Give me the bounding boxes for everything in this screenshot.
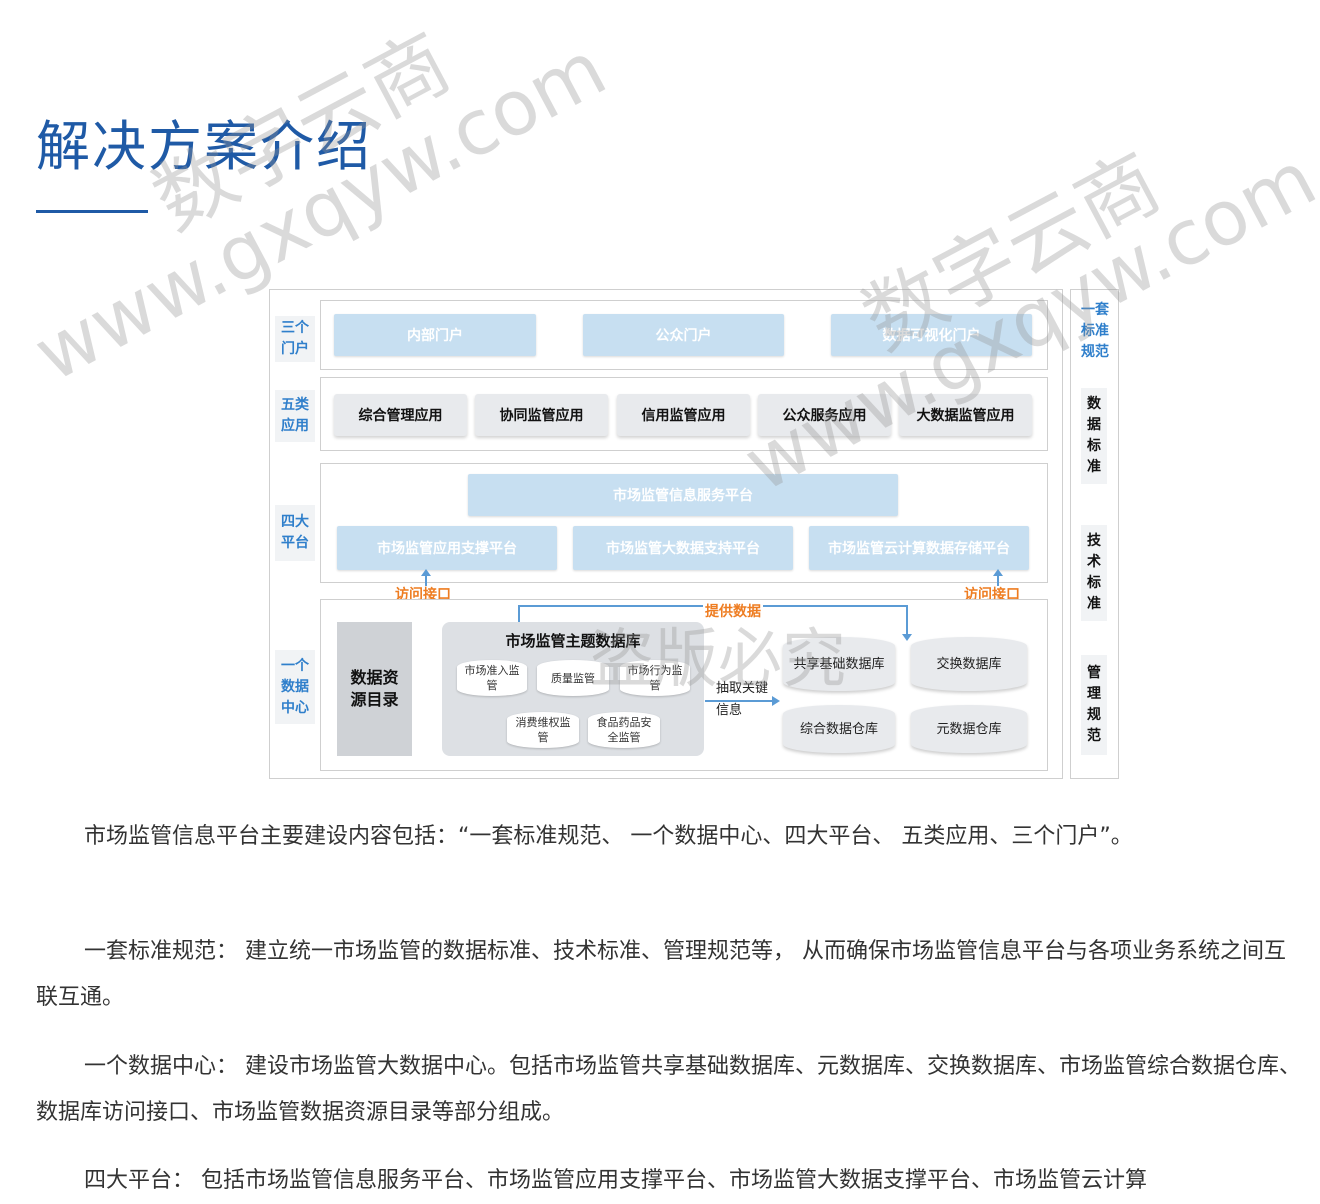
data-resource-catalog: 数据资源目录 bbox=[337, 622, 412, 756]
store-comprehensive-warehouse: 综合数据仓库 bbox=[783, 705, 895, 753]
store-shared-base-db: 共享基础数据库 bbox=[783, 637, 895, 691]
app-comprehensive: 综合管理应用 bbox=[334, 394, 467, 436]
title-underline bbox=[36, 210, 148, 213]
store-metadata-warehouse: 元数据仓库 bbox=[911, 705, 1027, 753]
app-bigdata: 大数据监管应用 bbox=[899, 394, 1032, 436]
arrow-up-left-head bbox=[421, 569, 431, 576]
platform-cloud-storage: 市场监管云计算数据存储平台 bbox=[809, 526, 1029, 570]
standard-data: 数据标准 bbox=[1081, 388, 1107, 484]
provide-data-arrowhead bbox=[902, 634, 912, 641]
row-label-apps: 五类应用 bbox=[275, 390, 315, 442]
page-title: 解决方案介绍 bbox=[36, 115, 372, 178]
platform-bigdata-support: 市场监管大数据支持平台 bbox=[573, 526, 793, 570]
extract-arrowhead bbox=[772, 696, 780, 706]
paragraph-overview: 市场监管信息平台主要建设内容包括：“一套标准规范、 一个数据中心、四大平台、 五… bbox=[84, 824, 1133, 849]
app-credit: 信用监管应用 bbox=[617, 394, 750, 436]
provide-data-label: 提供数据 bbox=[703, 601, 763, 621]
paragraph-datacenter: 一个数据中心： 建设市场监管大数据中心。包括市场监管共享基础数据库、元数据库、交… bbox=[36, 1054, 1301, 1125]
row-label-datacenter: 一个数据中心 bbox=[275, 650, 315, 724]
row-label-platforms: 四大平台 bbox=[275, 505, 315, 561]
provide-data-left-stub bbox=[518, 605, 520, 623]
portal-public: 公众门户 bbox=[583, 314, 784, 356]
arrow-up-right-head bbox=[993, 569, 1003, 576]
portal-internal: 内部门户 bbox=[334, 314, 536, 356]
theme-item-quality: 质量监管 bbox=[537, 660, 609, 696]
theme-item-consumer-rights: 消费维权监管 bbox=[507, 712, 579, 748]
paragraph-platforms: 四大平台： 包括市场监管信息服务平台、市场监管应用支撑平台、市场监管大数据支撑平… bbox=[84, 1168, 1147, 1193]
paragraph-standards: 一套标准规范： 建立统一市场监管的数据标准、技术标准、管理规范等， 从而确保市场… bbox=[36, 939, 1286, 1010]
app-public-service: 公众服务应用 bbox=[758, 394, 891, 436]
extract-arrow-line bbox=[705, 700, 773, 702]
platform-info-service: 市场监管信息服务平台 bbox=[468, 474, 898, 516]
theme-database-title: 市场监管主题数据库 bbox=[505, 632, 641, 650]
arrow-up-left-line bbox=[425, 576, 427, 586]
theme-item-market-access: 市场准入监管 bbox=[457, 660, 527, 696]
standards-column bbox=[1070, 289, 1119, 779]
row-label-portals: 三个门户 bbox=[275, 316, 315, 362]
standard-management: 管理规范 bbox=[1081, 655, 1107, 755]
provide-data-right-stub bbox=[906, 605, 908, 635]
store-exchange-db: 交换数据库 bbox=[911, 637, 1027, 691]
app-collaborative: 协同监管应用 bbox=[475, 394, 608, 436]
extract-key-info-label: 抽取关键信息 bbox=[716, 681, 769, 718]
platform-app-support: 市场监管应用支撑平台 bbox=[337, 526, 557, 570]
arrow-up-right-line bbox=[997, 576, 999, 586]
standards-header: 一套标准规范 bbox=[1081, 301, 1109, 360]
standard-technical: 技术标准 bbox=[1081, 525, 1107, 621]
theme-item-market-behavior: 市场行为监管 bbox=[620, 660, 690, 696]
portal-visualization: 数据可视化门户 bbox=[831, 314, 1032, 356]
theme-item-food-drug: 食品药品安全监管 bbox=[588, 712, 660, 748]
